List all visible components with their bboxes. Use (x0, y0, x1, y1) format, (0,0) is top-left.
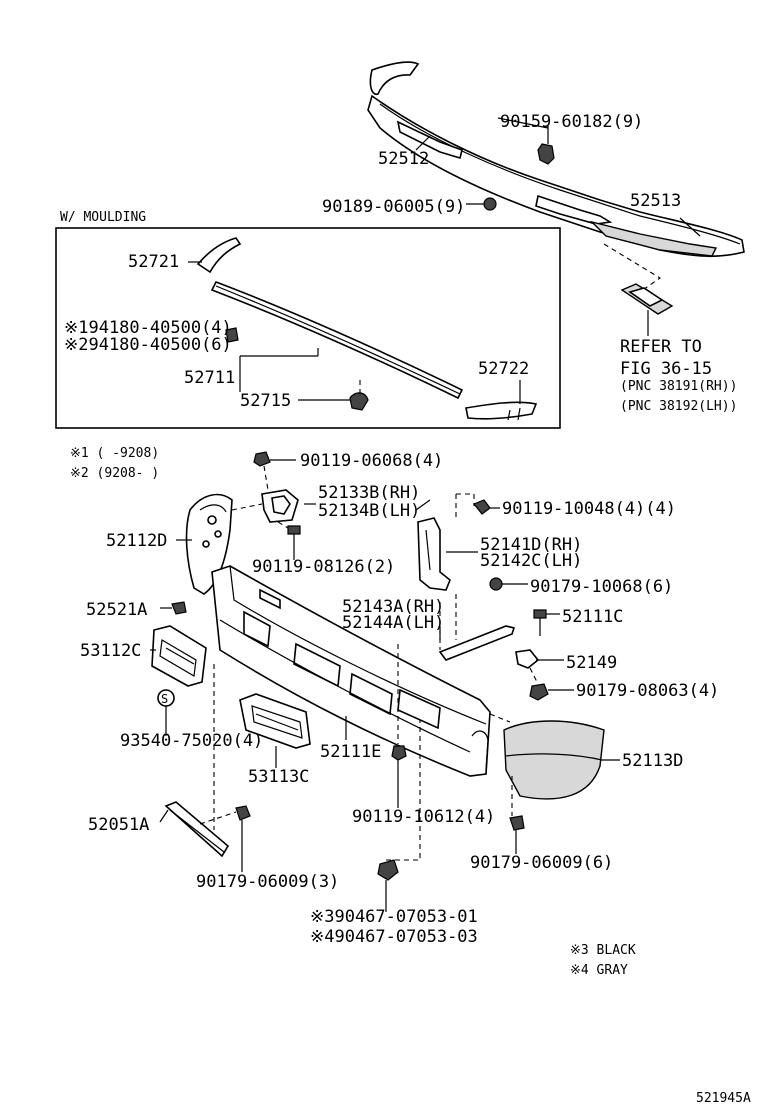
label-52521a: 52521A (86, 600, 147, 620)
refer-line1: REFER TO (620, 337, 702, 357)
label-90119-08126: 90119-08126(2) (252, 557, 395, 577)
label-52141d: 52141D(RH) (480, 535, 582, 555)
nut-90179-08063-icon (529, 683, 549, 701)
label-90119-06068: 90119-06068(4) (300, 451, 443, 471)
footnote-4: ※4 GRAY (570, 963, 628, 978)
label-52721: 52721 (128, 252, 179, 272)
retainer-52149-icon (515, 649, 540, 669)
clip-90159-icon (537, 126, 555, 165)
label-90179-08063: 90179-08063(4) (576, 681, 719, 701)
label-52113d: 52113D (622, 751, 683, 771)
label-52512: 52512 (378, 149, 429, 169)
label-52513: 52513 (630, 191, 681, 211)
label-90467-03: ※490467-07053-03 (310, 927, 478, 947)
label-52143a: 52143A(RH) (342, 597, 444, 617)
footnote-3: ※3 BLACK (570, 943, 636, 958)
nut-90189-icon (483, 197, 497, 211)
label-90179-10068: 90179-10068(6) (530, 577, 673, 597)
bolt-90119-08126-icon (287, 525, 301, 548)
label-53113c: 53113C (248, 767, 309, 787)
nut-90179-06009-a-icon (235, 805, 251, 821)
label-90159: 90159-60182(9) (500, 112, 643, 132)
label-90467-01: ※390467-07053-01 (310, 907, 478, 927)
bolt-52111c-icon (533, 609, 547, 636)
bolt-90119-10048-icon (473, 499, 491, 515)
moulding-group-box (55, 227, 561, 429)
label-90119-10048: 90119-10048(4)(4) (502, 499, 676, 519)
stay-52143a (438, 625, 516, 661)
nut-90179-10068-icon (489, 577, 503, 591)
footnote-1: ※1 ( -9208) (70, 446, 159, 461)
clip-90467-icon (377, 859, 399, 881)
grommet-93540-icon: S (157, 689, 175, 707)
label-90189: 90189-06005(9) (322, 197, 465, 217)
cover-53112c (151, 625, 207, 687)
label-52134b: 52134B(LH) (318, 501, 420, 521)
front-cover-52513 (589, 220, 718, 257)
bumper-corner-52113d (503, 720, 605, 800)
label-52112d: 52112D (106, 531, 167, 551)
label-52144a: 52144A(LH) (342, 613, 444, 633)
moulding-52722 (465, 401, 538, 421)
label-52715: 52715 (240, 391, 291, 411)
footnote-2: ※2 (9208- ) (70, 466, 159, 481)
label-52149: 52149 (566, 653, 617, 673)
refer-line4: (PNC 38192(LH)) (620, 399, 737, 414)
refer-line2: FIG 36-15 (620, 359, 712, 379)
clip-94180-icon (225, 327, 239, 343)
label-52711: 52711 (184, 368, 235, 388)
label-93540: 93540-75020(4) (120, 731, 263, 751)
label-52142c: 52142C(LH) (480, 551, 582, 571)
label-52111c: 52111C (562, 607, 623, 627)
moulding-52711 (210, 280, 464, 400)
bracket-fig36-15 (620, 283, 674, 315)
label-52133b: 52133B(RH) (318, 483, 420, 503)
label-53112c: 53112C (80, 641, 141, 661)
svg-text:S: S (161, 692, 168, 706)
clip-52521a-icon (171, 601, 187, 615)
label-52111e: 52111E (320, 742, 381, 762)
bracket-52133b (261, 489, 299, 523)
bolt-90119-10612-icon (391, 745, 407, 808)
group-title: W/ MOULDING (60, 210, 146, 225)
reinforcement-52051a (164, 801, 230, 858)
nut-90179-06009-b-icon (509, 815, 525, 831)
refer-line3: (PNC 38191(RH)) (620, 379, 737, 394)
nut-90119-06068-icon (253, 451, 271, 467)
label-94180-a: ※194180-40500(4) (64, 318, 232, 338)
front-bumper-52111e (211, 565, 491, 777)
label-90179-06009-6: 90179-06009(6) (470, 853, 613, 873)
moulding-52721 (196, 237, 242, 274)
label-90119-10612: 90119-10612(4) (352, 807, 495, 827)
bracket-52141d (417, 517, 451, 591)
label-90179-06009-3: 90179-06009(3) (196, 872, 339, 892)
front-cover-52512 (367, 61, 745, 258)
label-94180-b: ※294180-40500(6) (64, 335, 232, 355)
clip-52715-icon (349, 392, 369, 411)
label-52051a: 52051A (88, 815, 149, 835)
label-52722: 52722 (478, 359, 529, 379)
cover-53113c (239, 693, 311, 749)
figure-code: 521945A (696, 1091, 751, 1106)
